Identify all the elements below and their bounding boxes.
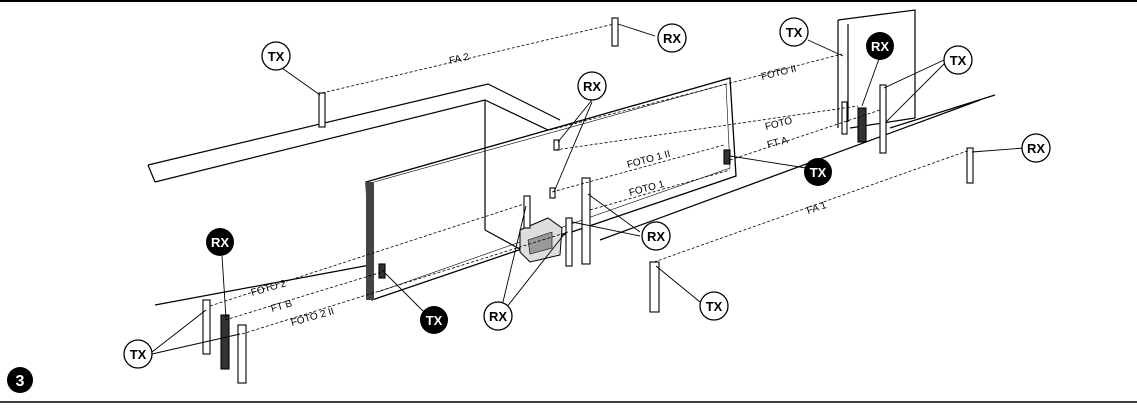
beam-label-fa2: FA 2 (448, 52, 470, 67)
left-wall-top-edge (147, 83, 561, 166)
svg-text:TX: TX (810, 165, 827, 180)
beam-labels: FA 2 FOTO II FOTO FT A FOTO 1 II FOTO 1 … (250, 52, 829, 329)
post-center-b (565, 217, 573, 267)
beam-foto1-line (589, 169, 731, 211)
svg-text:TX: TX (950, 53, 967, 68)
label-rx-top-right-black: RX (866, 32, 894, 60)
wall-outlines (147, 9, 996, 306)
gate-photocell-top-b (549, 187, 556, 199)
label-rx-black-left: RX (206, 228, 234, 256)
device-labels: TX RX TX TX RX RX RX RX (123, 17, 1051, 369)
beam-label-foto: FOTO (764, 116, 794, 133)
gate-photocell-right (723, 149, 731, 165)
post-center-c (523, 195, 531, 229)
svg-text:RX: RX (663, 31, 681, 46)
ground-right-2 (889, 94, 996, 129)
beam-label-foto-2-ii: FOTO 2 II (290, 306, 336, 329)
left-wall-end (147, 164, 156, 183)
svg-text:RX: RX (871, 39, 889, 54)
svg-text:RX: RX (647, 229, 665, 244)
label-tx-black-left: TX (420, 306, 448, 334)
post-tx-bottom-center (649, 261, 660, 313)
post-bl-c (237, 324, 247, 384)
beam-ft-a-line (729, 109, 881, 161)
beam-label-foto-1: FOTO 1 (628, 179, 666, 199)
label-tx-bottom-left: TX (123, 339, 153, 369)
label-rx-top-center: RX (657, 23, 687, 53)
post-right-c (841, 101, 848, 135)
sliding-gate (365, 77, 737, 301)
svg-text:TX: TX (786, 25, 803, 40)
beam-label-ft-a: FT A (766, 135, 789, 151)
label-rx-center-posts: RX (641, 221, 671, 251)
figure-number-badge: 3 (7, 367, 33, 393)
beam-lines (209, 23, 971, 335)
beam-foto2ii-line (241, 231, 569, 335)
beam-fa2-line (321, 23, 615, 94)
left-wall-inner-edge (154, 99, 549, 183)
post-center-a (581, 177, 591, 265)
post-bl-b (220, 314, 230, 370)
label-rx-center-bottom: RX (483, 301, 513, 331)
beam-foto2-line (209, 203, 525, 307)
ground-front (154, 264, 371, 306)
label-tx-bottom-center: TX (699, 291, 729, 321)
beam-label-foto-1-ii: FOTO 1 II (626, 149, 672, 171)
beam-label-foto-2: FOTO 2 (250, 278, 288, 299)
beam-fa1-line (653, 149, 971, 263)
beam-ftb-line (224, 271, 383, 321)
svg-text:TX: TX (426, 313, 443, 328)
gate-left-post (366, 182, 374, 300)
figure-number: 3 (16, 373, 25, 390)
photocell-posts (202, 17, 974, 384)
leader-lines (151, 23, 1025, 355)
svg-text:RX: RX (211, 235, 229, 250)
beam-foto-ii-line (549, 53, 843, 131)
label-tx-black-right: TX (804, 158, 832, 186)
svg-text:TX: TX (268, 49, 285, 64)
label-tx-right-cluster: TX (943, 45, 973, 75)
svg-text:TX: TX (706, 299, 723, 314)
ground-right (599, 99, 981, 241)
right-wall (837, 9, 916, 129)
beam-label-fa1: FA 1 (806, 200, 829, 217)
post-rx-top-center (611, 17, 619, 47)
svg-text:RX: RX (583, 79, 601, 94)
gate-photocell-left (378, 263, 386, 279)
label-rx-far-right: RX (1021, 133, 1051, 163)
label-tx-top-left: TX (261, 41, 291, 71)
beam-label-foto-ii: FOTO II (760, 64, 798, 83)
post-right-b (879, 84, 887, 154)
svg-text:RX: RX (489, 309, 507, 324)
label-tx-top-right: TX (779, 17, 809, 47)
svg-text:RX: RX (1027, 141, 1045, 156)
post-tx-top-left (318, 92, 326, 128)
svg-text:TX: TX (130, 347, 147, 362)
post-rx-far-right (966, 147, 974, 184)
post-right-a (857, 107, 867, 143)
post-bl-a (202, 299, 211, 355)
beam-label-ft-b: FT B (270, 298, 294, 315)
beam-foto-line (554, 105, 859, 151)
label-rx-gate-top: RX (577, 71, 607, 101)
